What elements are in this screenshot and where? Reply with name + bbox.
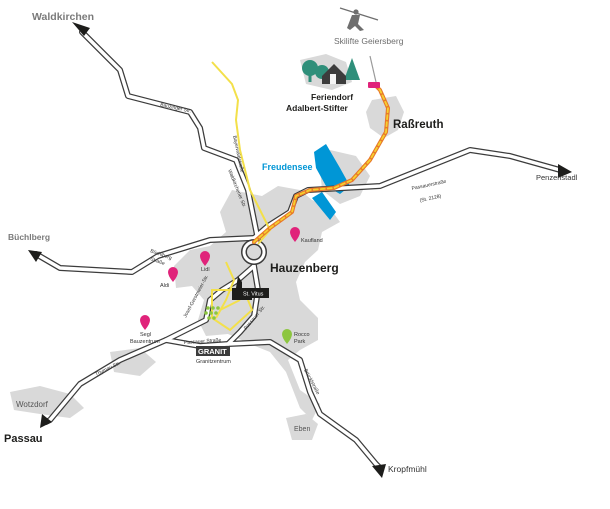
settlement-eben bbox=[286, 414, 318, 440]
place-freudensee: Freudensee bbox=[262, 162, 313, 172]
street-bauzinger: Bauzinger Str. bbox=[160, 102, 192, 114]
feriendorf-icon bbox=[302, 58, 360, 84]
shopping-pin-icon bbox=[168, 267, 178, 282]
place-feriendorf-line2: Adalbert-Stifter bbox=[286, 103, 349, 113]
arrow-head-icon bbox=[28, 250, 42, 262]
place-feriendorf-line1: Feriendorf bbox=[311, 92, 353, 102]
street-st2128: (St. 2128) bbox=[419, 193, 442, 204]
place-passau: Passau bbox=[4, 433, 43, 445]
arrow-head-icon bbox=[72, 22, 90, 36]
poi-st-vitus: St. Vitus bbox=[243, 292, 264, 298]
settlement-wotzdorf bbox=[10, 386, 84, 418]
arrow-head-icon bbox=[558, 164, 572, 178]
poi-kaufland: Kaufland bbox=[301, 238, 323, 244]
poi-lidl: Lidl bbox=[201, 267, 210, 273]
poi-rocco-line1: Rocco bbox=[294, 332, 310, 338]
arrow-head-icon bbox=[40, 414, 52, 428]
granit-logo bbox=[196, 346, 230, 356]
route-to-feriendorf bbox=[252, 82, 390, 244]
poi-rocco-line2: Park bbox=[294, 339, 306, 345]
park-pin-icon bbox=[282, 329, 292, 344]
poi-aldi: Aldi bbox=[160, 283, 169, 289]
street-passauer-strasse: Passauer Straße bbox=[184, 337, 222, 346]
shopping-pin-icon bbox=[200, 251, 210, 266]
skilift-icon bbox=[339, 7, 379, 31]
poi-granit-logo-text: GRANIT bbox=[198, 347, 227, 356]
green-area bbox=[204, 306, 220, 320]
poi-segl-line1: Segl bbox=[140, 332, 151, 338]
street-passauerstrasse: Passauerstraße bbox=[411, 179, 447, 192]
road-arrows bbox=[28, 22, 572, 478]
place-kropfmuehl: Kropfmühl bbox=[388, 464, 427, 474]
place-hauzenberg: Hauzenberg bbox=[270, 261, 339, 275]
place-buechlberg: Büchlberg bbox=[8, 232, 50, 242]
place-waldkirchen: Waldkirchen bbox=[32, 11, 94, 23]
settlement-rassreuth bbox=[366, 96, 404, 138]
shopping-pin-icon bbox=[290, 227, 300, 242]
place-rassreuth: Raßreuth bbox=[393, 119, 443, 131]
place-penzenstadl: Penzenstadl bbox=[536, 173, 578, 182]
poi-segl-line2: Bauzentrum bbox=[130, 339, 160, 345]
settlement-southwest bbox=[110, 348, 156, 376]
arrow-head-icon bbox=[372, 464, 386, 478]
place-wotzdorf: Wotzdorf bbox=[16, 400, 49, 409]
street-buechlberg-line2: Straße bbox=[149, 256, 165, 267]
st-vitus-label-box bbox=[241, 288, 269, 298]
skilift-station-icon bbox=[368, 82, 380, 88]
poi-granit-caption: Granitzentrum bbox=[196, 359, 231, 365]
place-skilifte: Skilifte Geiersberg bbox=[334, 36, 404, 46]
shopping-pin-icon bbox=[140, 315, 150, 330]
street-bayerwaldstrasse: Bayerwaldstraße bbox=[231, 135, 245, 173]
lake-freudensee bbox=[312, 144, 350, 220]
place-eben: Eben bbox=[294, 426, 310, 433]
